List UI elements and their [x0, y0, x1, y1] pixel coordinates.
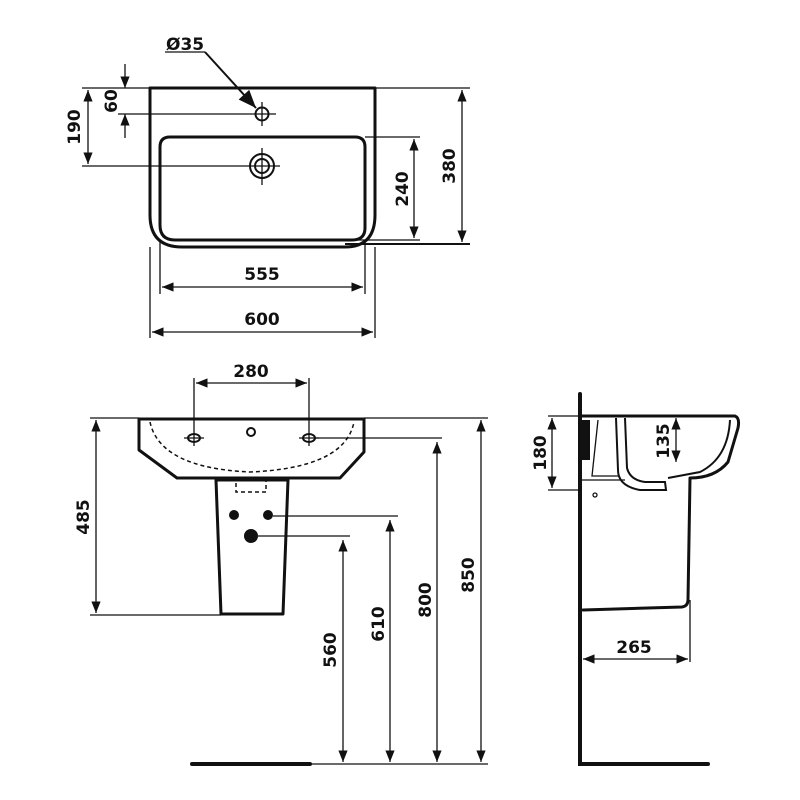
fixing-point-icon — [592, 492, 598, 498]
basin-outline-front — [137, 417, 366, 480]
front-view: 280 485 560 610 800 850 — [74, 362, 488, 766]
rim-height-label: 850 — [459, 557, 479, 593]
trap-section — [591, 419, 618, 477]
projection-label: 265 — [616, 638, 652, 658]
bowl-depth-side-label: 135 — [654, 423, 674, 459]
waste-height-label: 560 — [321, 632, 341, 668]
overflow-hole-icon — [246, 427, 256, 437]
tap-height-label: 800 — [416, 582, 436, 618]
waste-offset-label: 190 — [65, 109, 85, 145]
trap-hidden — [235, 479, 267, 493]
basin-outline-top — [148, 86, 377, 249]
waste-hole-icon — [244, 529, 258, 543]
overall-width-label: 600 — [244, 310, 280, 330]
bowl-depth-label: 240 — [393, 171, 413, 207]
bowl-width-label: 555 — [244, 265, 280, 285]
bowl-curve — [667, 419, 731, 479]
overall-depth-label: 380 — [440, 148, 460, 184]
bowl-outline-top — [158, 135, 367, 242]
tap-hole-icon — [250, 102, 276, 126]
supply-hole-right-icon — [263, 510, 273, 520]
tap-spacing-label: 280 — [233, 362, 269, 382]
side-view: 180 135 265 — [531, 392, 741, 766]
supply-hole-left-icon — [229, 510, 239, 520]
basin-height-label: 180 — [531, 435, 551, 471]
bowl-hidden-line — [149, 421, 355, 473]
bowl-section — [615, 417, 668, 491]
waste-outlet-icon — [244, 148, 280, 185]
pedestal-outline — [214, 478, 290, 616]
wall-and-floor — [578, 392, 710, 766]
basin-pedestal-section — [580, 414, 741, 612]
tap-hole-diameter-label: Ø35 — [166, 35, 204, 55]
top-view: Ø35 60 190 240 380 555 600 — [65, 35, 470, 338]
wall-bracket — [582, 420, 590, 460]
pedestal-height-label: 485 — [74, 499, 94, 535]
tap-hole-offset-label: 60 — [102, 89, 122, 113]
supply-height-label: 610 — [369, 606, 389, 642]
